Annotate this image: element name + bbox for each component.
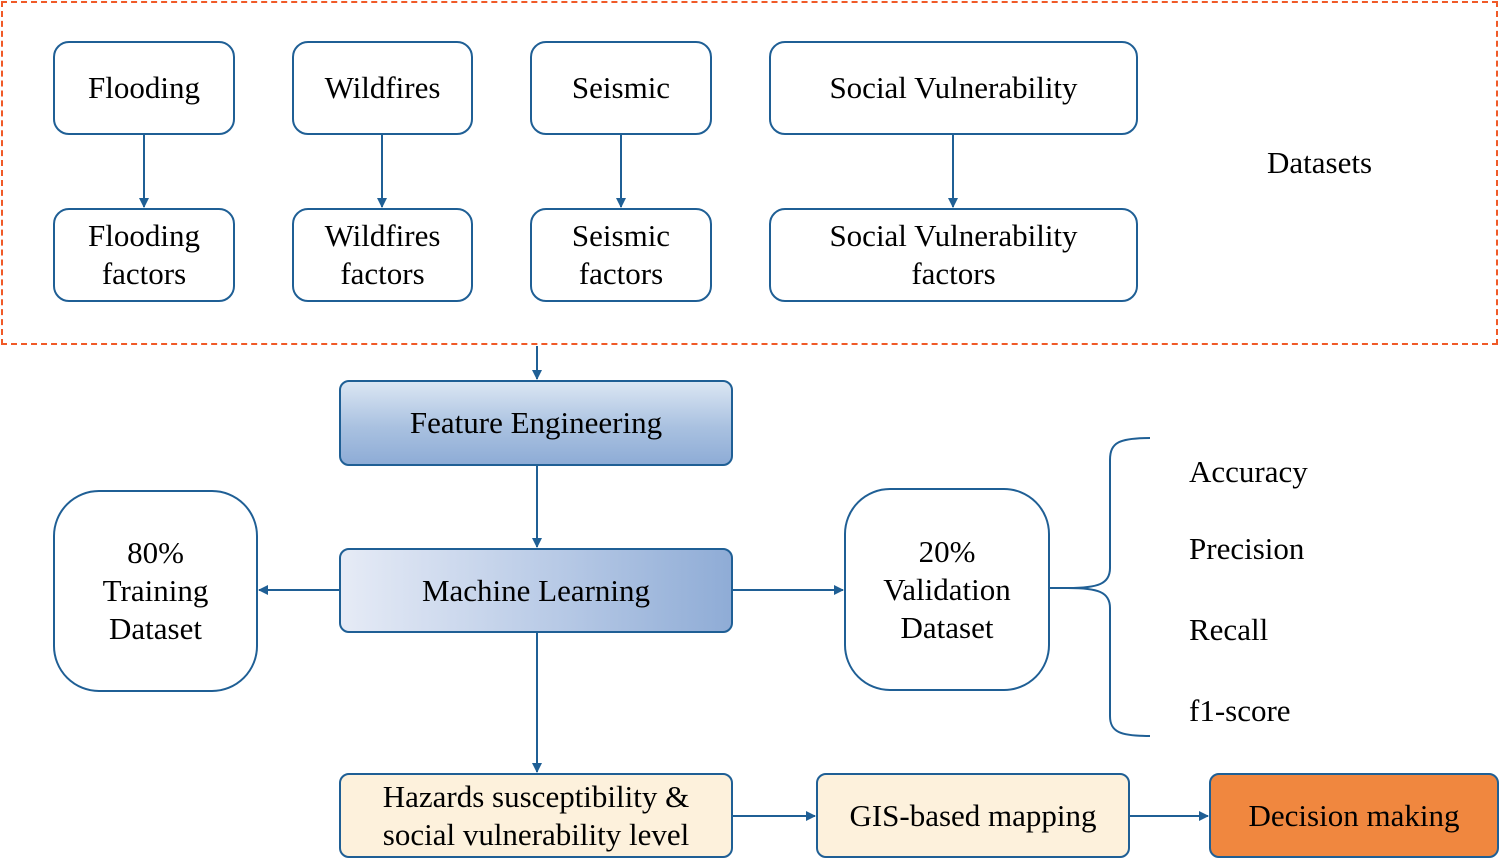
source-label: Seismic: [571, 70, 671, 105]
factors-line-1: Wildfires: [324, 218, 441, 253]
training-dataset-label: Dataset: [109, 611, 202, 646]
decision-making-label: Decision making: [1248, 797, 1460, 833]
validation-dataset-label: Dataset: [900, 609, 994, 645]
factors-line-1: Social Vulnerability: [829, 218, 1078, 253]
factors-line-2: factors: [911, 256, 996, 291]
hazards-level-box: Hazards susceptibility & social vulnerab…: [339, 773, 733, 858]
metrics-brace: [1067, 437, 1151, 737]
metric-f1-score: f1-score: [1189, 693, 1291, 728]
factors-line-2: factors: [340, 256, 425, 291]
factors-box-flooding: Flooding factors: [53, 208, 235, 302]
hazards-line-1: Hazards susceptibility &: [382, 778, 690, 814]
machine-learning-label: Machine Learning: [421, 572, 651, 608]
datasets-label: Datasets: [1267, 145, 1373, 180]
factors-box-social-vulnerability: Social Vulnerability factors: [769, 208, 1138, 302]
source-label: Flooding: [88, 70, 200, 105]
decision-making-box: Decision making: [1209, 773, 1499, 858]
gis-mapping-label: GIS-based mapping: [849, 797, 1097, 833]
metric-recall: Recall: [1189, 612, 1269, 647]
factors-line-2: factors: [101, 256, 187, 291]
training-percent: 80%: [127, 535, 184, 570]
factors-box-wildfires: Wildfires factors: [292, 208, 473, 302]
metric-accuracy: Accuracy: [1189, 454, 1308, 489]
source-label: Wildfires: [324, 70, 441, 105]
factors-box-seismic: Seismic factors: [530, 208, 712, 302]
source-box-wildfires: Wildfires: [292, 41, 473, 135]
source-box-flooding: Flooding: [53, 41, 235, 135]
validation-label: Validation: [883, 571, 1011, 607]
gis-mapping-box: GIS-based mapping: [816, 773, 1130, 858]
validation-dataset-box: 20% Validation Dataset: [844, 488, 1050, 691]
hazards-line-2: social vulnerability level: [382, 816, 690, 852]
validation-percent: 20%: [918, 533, 976, 569]
feature-engineering-box: Feature Engineering: [339, 380, 733, 466]
training-dataset-box: 80% Training Dataset: [53, 490, 258, 692]
training-label: Training: [102, 573, 209, 608]
factors-line-2: factors: [578, 256, 664, 291]
factors-line-1: Seismic: [571, 218, 671, 253]
machine-learning-box: Machine Learning: [339, 548, 733, 633]
source-label: Social Vulnerability: [829, 70, 1078, 105]
factors-line-1: Flooding: [88, 218, 200, 253]
feature-engineering-label: Feature Engineering: [409, 405, 663, 440]
source-box-seismic: Seismic: [530, 41, 712, 135]
metric-precision: Precision: [1189, 531, 1305, 566]
datasets-region: [1, 1, 1498, 345]
source-box-social-vulnerability: Social Vulnerability: [769, 41, 1138, 135]
